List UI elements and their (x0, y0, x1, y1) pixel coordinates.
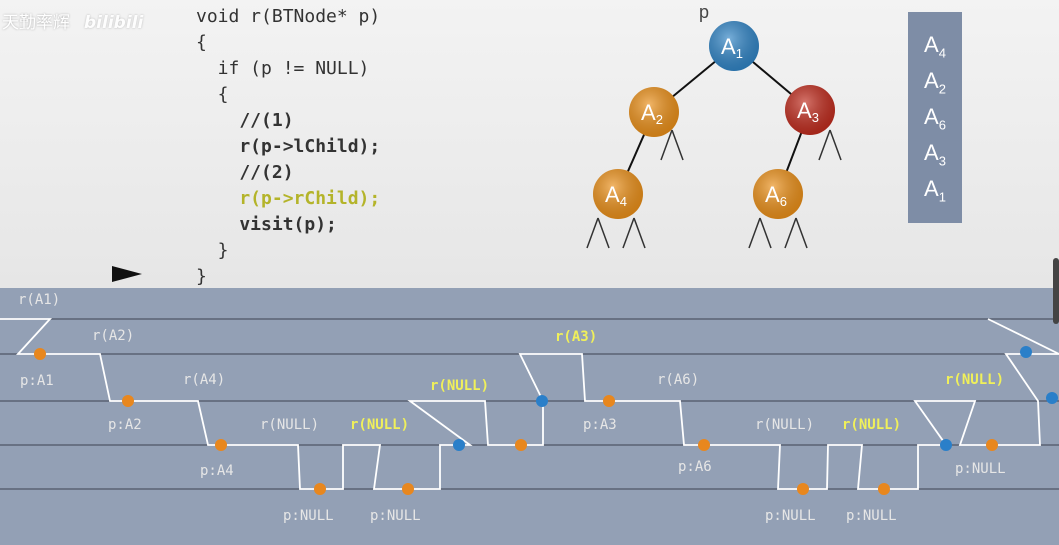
null-child-stub (748, 217, 772, 249)
tree-node-label: A6 (765, 182, 787, 209)
call-label: r(A3) (555, 329, 597, 345)
code-line: } (196, 240, 229, 261)
return-dot (1046, 392, 1058, 404)
call-label: r(A4) (183, 372, 225, 388)
return-dot (940, 439, 952, 451)
null-child-stub (818, 129, 842, 161)
stack-item: A4 (924, 32, 946, 61)
code-line: } (196, 266, 207, 287)
call-label: r(A2) (92, 328, 134, 344)
visit-dot (314, 483, 326, 495)
stack-item: A3 (924, 140, 946, 169)
code-and-tree-area: 天勤率辉 bilibili void r(BTNode* p) { if (p !=… (0, 0, 1059, 288)
stack-item: A1 (924, 176, 946, 205)
null-child-stub (784, 217, 808, 249)
call-label: r(NULL) (945, 372, 1004, 388)
code-line: //(1) (196, 110, 294, 131)
tree-node-a4: A4 (593, 169, 643, 219)
visit-dot (603, 395, 615, 407)
visit-dot (215, 439, 227, 451)
code-line: //(2) (196, 162, 294, 183)
tree-node-label: A4 (605, 182, 627, 209)
triangle-right-icon (112, 266, 142, 282)
null-child-stub (586, 217, 610, 249)
return-dot (453, 439, 465, 451)
tree-node-label: A3 (797, 98, 819, 125)
tree-pointer-label: p (699, 2, 709, 22)
visit-label: p:NULL (283, 508, 334, 524)
code-line: r(p->lChild); (196, 136, 381, 157)
watermark: 天勤率辉 bilibili (2, 8, 143, 33)
visit-label: p:A1 (20, 373, 54, 389)
visit-label: p:A2 (108, 417, 142, 433)
tree-node-label: A1 (721, 34, 743, 61)
call-label: r(NULL) (755, 417, 814, 433)
trace-path (987, 318, 1059, 355)
return-dot (1020, 346, 1032, 358)
visit-dot (515, 439, 527, 451)
call-label: r(NULL) (842, 417, 901, 433)
visit-dot (34, 348, 46, 360)
bilibili-logo: bilibili (84, 13, 144, 33)
call-label: r(A1) (18, 292, 60, 308)
code-line: { (196, 84, 229, 105)
return-dot (536, 395, 548, 407)
tree-node-a6: A6 (753, 169, 803, 219)
call-label: r(NULL) (430, 378, 489, 394)
trace-path (0, 318, 1059, 490)
visit-dot (698, 439, 710, 451)
recursion-trace-panel: r(A1) r(A2) p:A1 r(A4) p:A2 r(NULL) r(NULL) p:A… (0, 288, 1059, 545)
visit-label: p:NULL (846, 508, 897, 524)
code-line: void r(BTNode* p) (196, 6, 381, 27)
call-label: r(NULL) (350, 417, 409, 433)
code-line: if (p != NULL) (196, 58, 370, 79)
code-line: { (196, 32, 207, 53)
recursion-trace: r(A1) r(A2) p:A1 r(A4) p:A2 r(NULL) r(NULL) p:A… (0, 292, 1059, 524)
tree-node-a1: A1 (709, 21, 759, 71)
code-block: void r(BTNode* p) { if (p != NULL) { //(1… (196, 4, 380, 290)
visit-label: p:NULL (765, 508, 816, 524)
tree-node-a2: A2 (629, 87, 679, 137)
null-child-stub (622, 217, 646, 249)
call-label: r(NULL) (260, 417, 319, 433)
tree-node-a3: A3 (785, 85, 835, 135)
code-line: visit(p); (196, 214, 337, 235)
visit-label: p:NULL (370, 508, 421, 524)
visit-label: p:NULL (955, 461, 1006, 477)
visit-dot (402, 483, 414, 495)
visit-dot (986, 439, 998, 451)
visit-dot (797, 483, 809, 495)
scrollbar[interactable] (1053, 258, 1059, 324)
visit-label: p:A3 (583, 417, 617, 433)
call-label: r(A6) (657, 372, 699, 388)
visit-label: p:A4 (200, 463, 234, 479)
tree-node-label: A2 (641, 100, 663, 127)
code-line: r(p->rChild); (196, 188, 381, 209)
null-child-stub (660, 129, 684, 161)
visit-label: p:A6 (678, 459, 712, 475)
stack-item: A6 (924, 104, 946, 133)
visit-dot (122, 395, 134, 407)
watermark-text: 天勤率辉 (2, 13, 70, 33)
visit-dot (878, 483, 890, 495)
stack-item: A2 (924, 68, 946, 97)
